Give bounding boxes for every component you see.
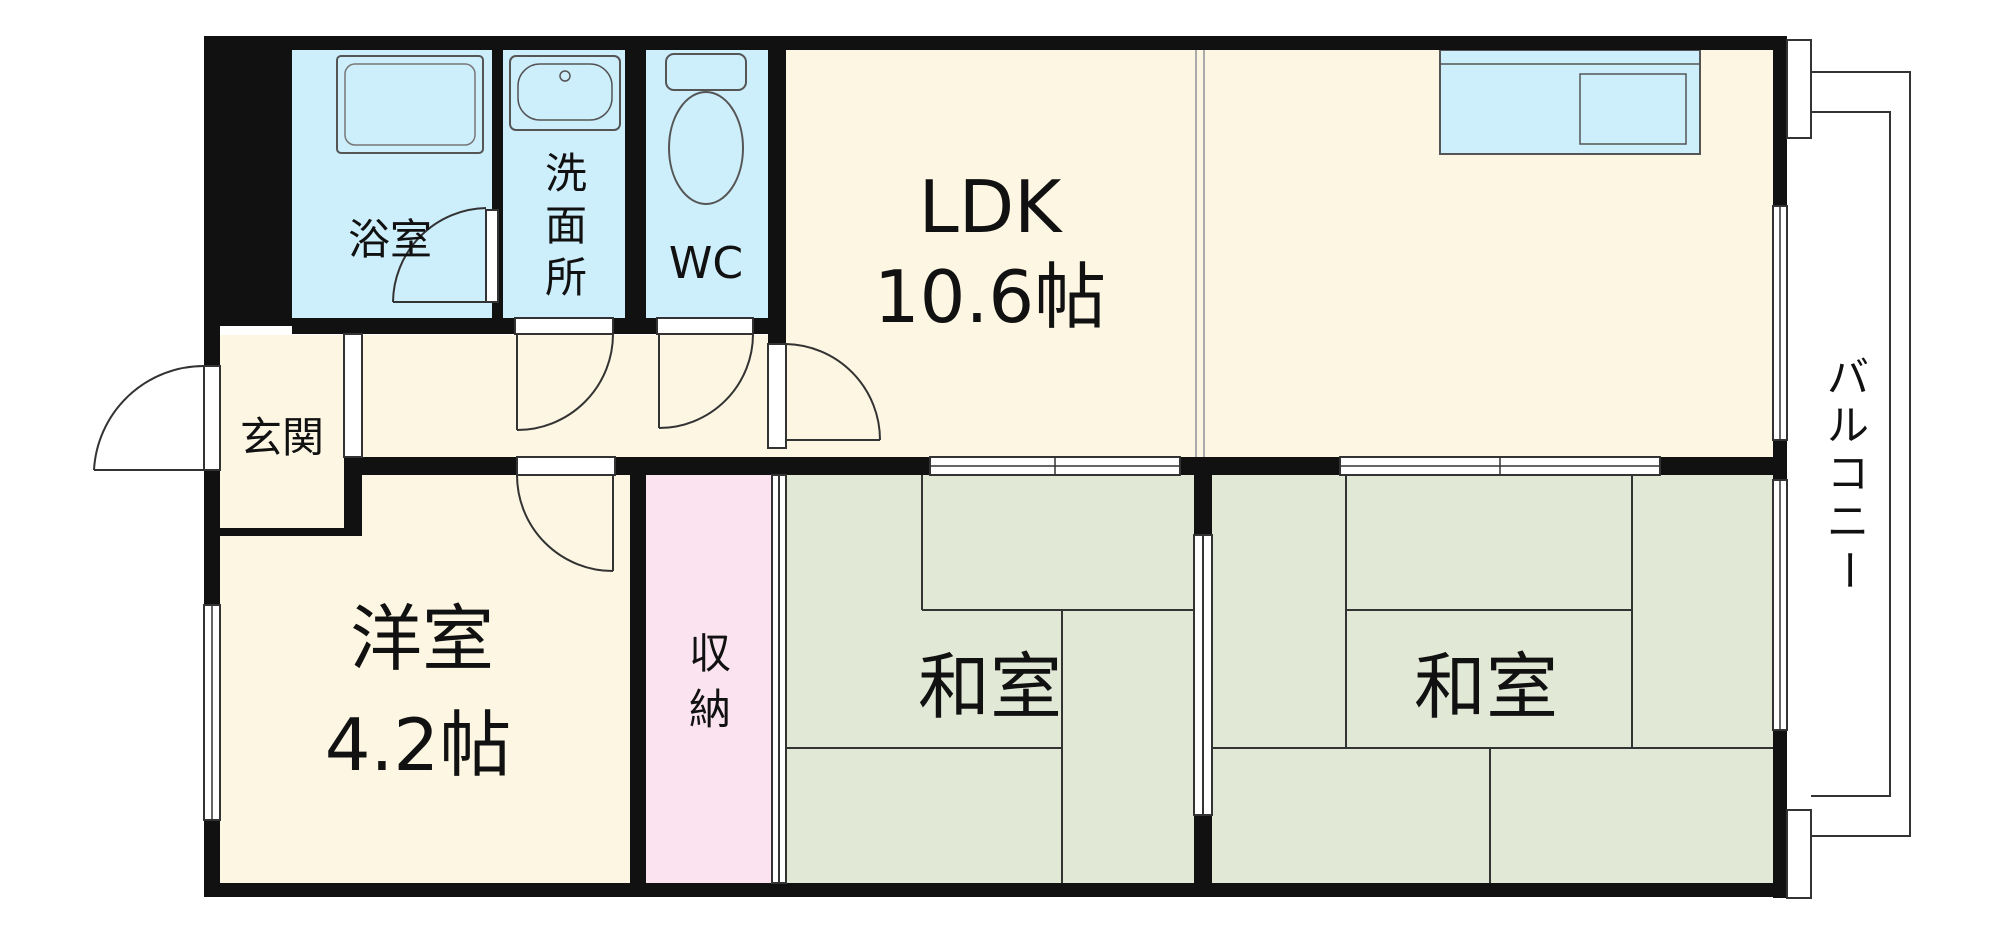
toilet [665,53,747,91]
balcony-label-3: コ [1827,449,1869,498]
bath-label: 浴室 [348,215,432,264]
wc-label: WC [669,238,743,289]
balcony-label-4: ニ [1827,497,1869,546]
washroom-label-3: 所 [545,253,587,302]
japanese-room-2-area [1212,475,1773,883]
bathtub [336,55,484,154]
western-room-area [220,475,630,883]
storage-label-2: 納 [689,685,731,734]
japanese-room-1-label: 和室 [918,645,1062,729]
japanese-room-2-label: 和室 [1414,645,1558,729]
balcony [1786,39,1911,899]
storage-area [646,475,772,883]
ldk-divider [1195,50,1205,457]
western-room-name-label: 洋室 [350,597,494,681]
western-room-size-label: 4.2帖 [325,703,512,787]
tatami-lines-2 [1212,475,1773,883]
balcony-label-2: ル [1827,401,1869,450]
kitchen-sink [1579,73,1687,145]
wash-basin [509,55,621,131]
ldk-size-label: 10.6帖 [874,255,1106,339]
balcony-label-1: バ [1827,353,1869,402]
washroom-label-1: 洗 [545,149,587,198]
storage-label-1: 収 [689,629,731,678]
doors [93,207,1213,884]
balcony-label-5: ー [1824,549,1873,591]
entrance-label: 玄関 [240,413,324,462]
tatami-lines-1 [786,475,1194,883]
ldk-name-label: LDK [919,165,1064,249]
washroom-label-2: 面 [545,201,587,250]
japanese-room-1-area [786,475,1194,883]
